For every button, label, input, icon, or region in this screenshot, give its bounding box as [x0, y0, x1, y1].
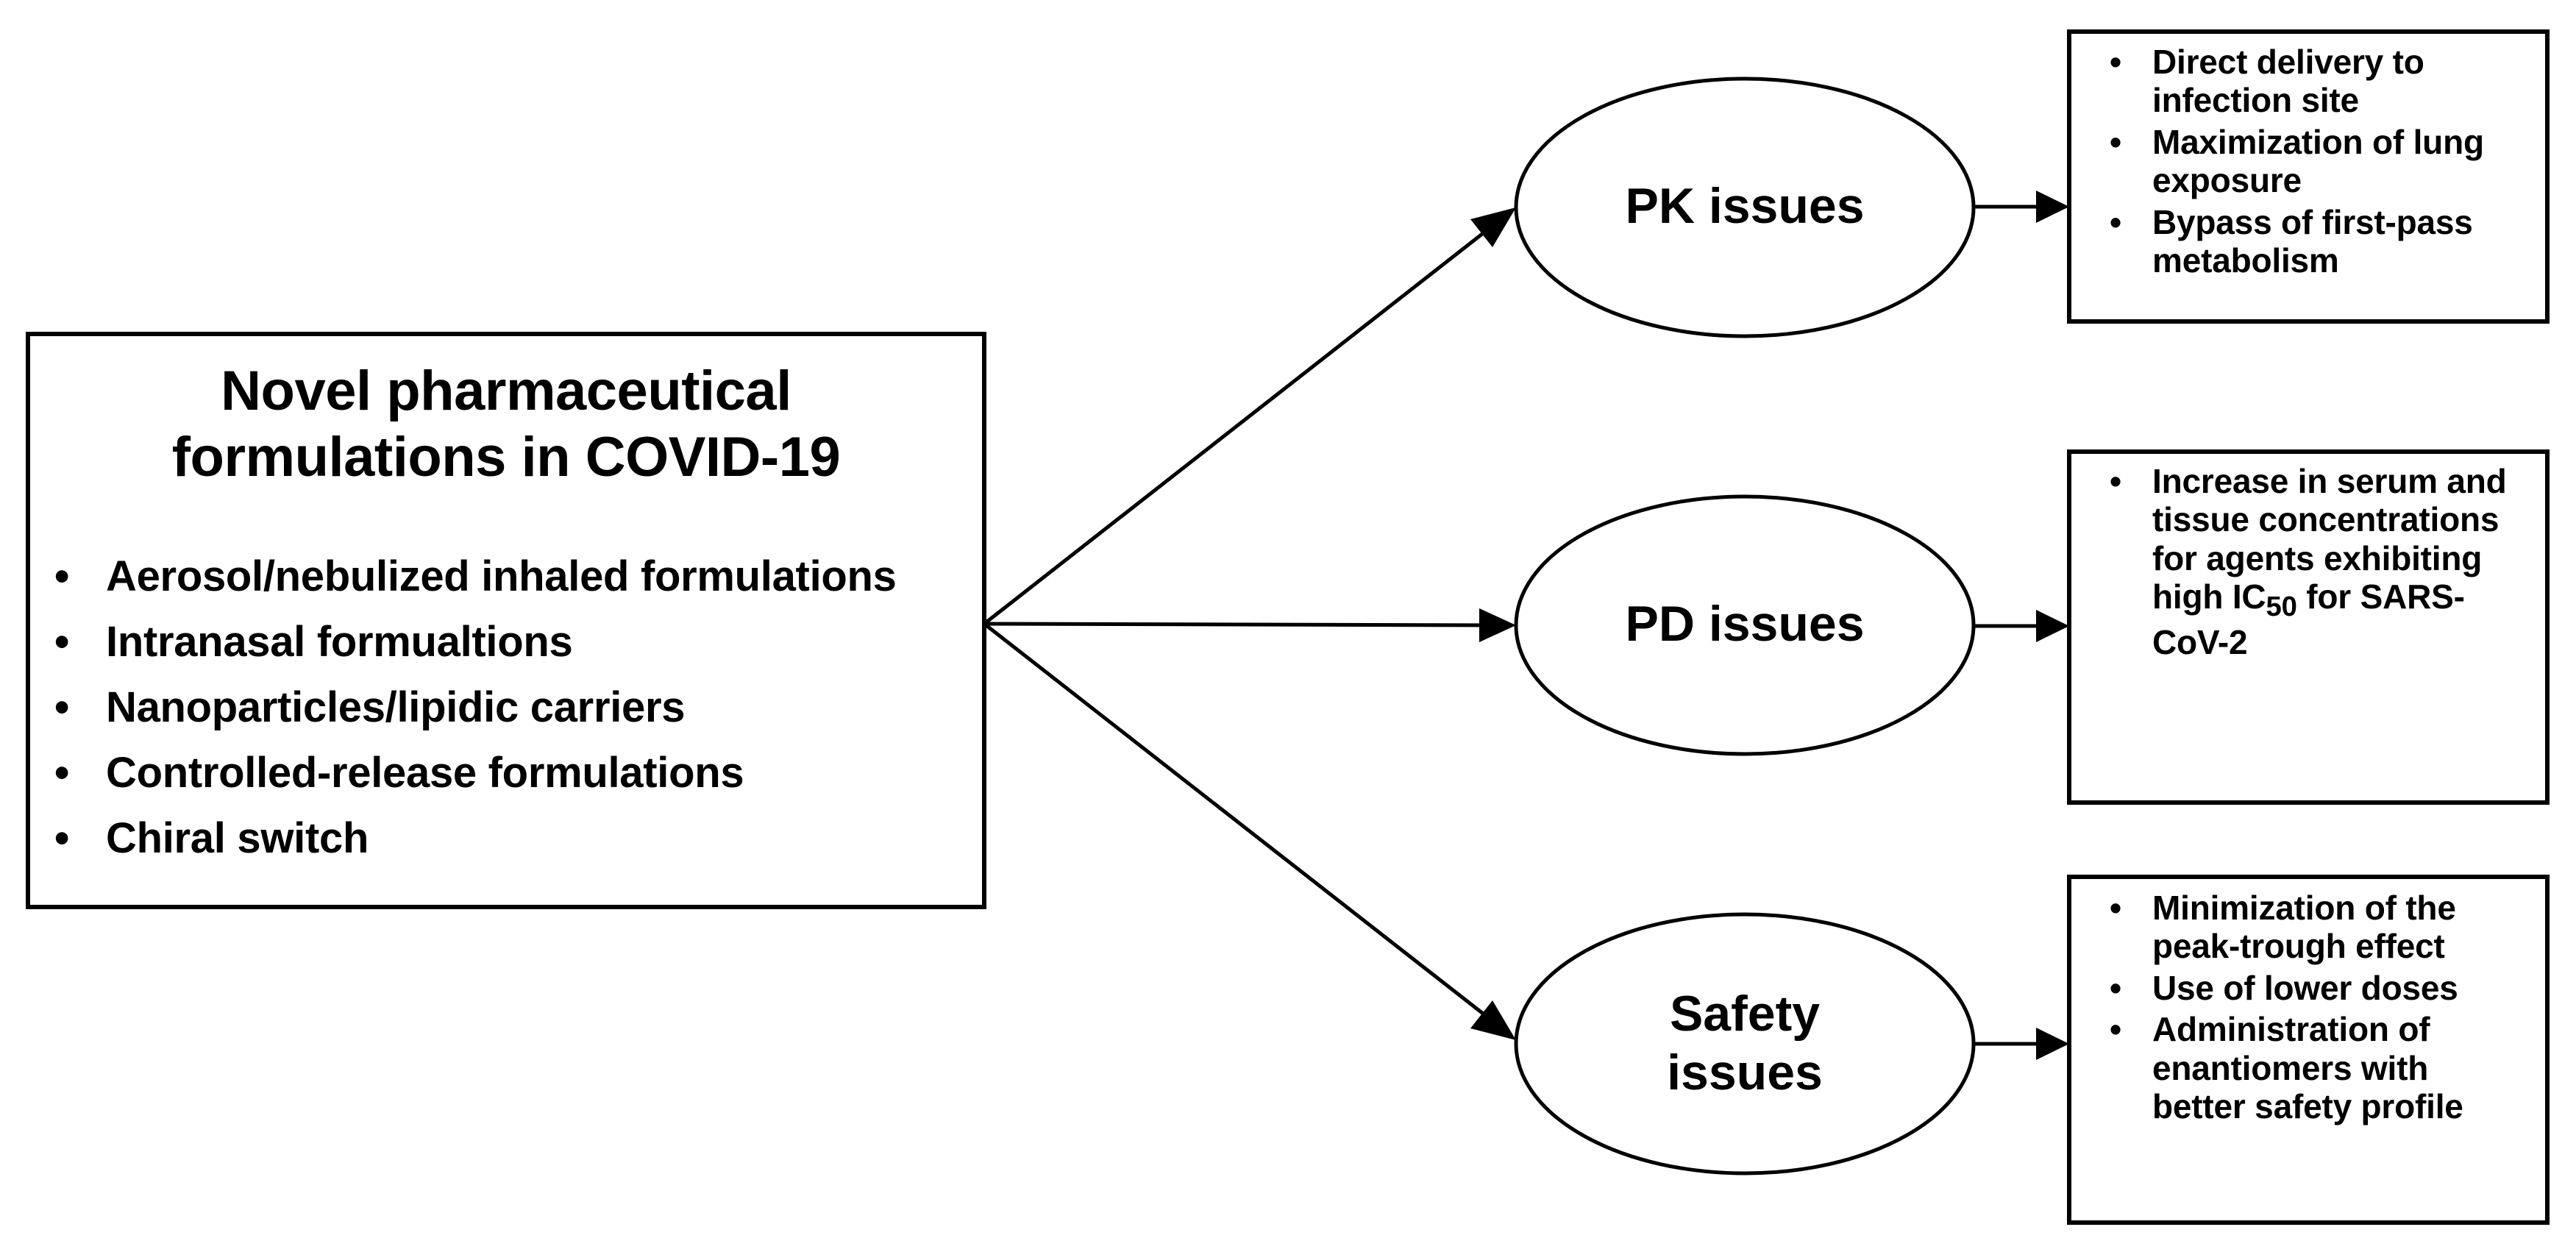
list-item: • Minimization of the peak-trough effect — [2101, 889, 2513, 966]
list-item-label: Bypass of first-pass metabolism — [2152, 202, 2473, 280]
node-label-pk: PK issues — [1517, 177, 1973, 235]
bullet-icon: • — [2110, 43, 2121, 81]
list-item: • Nanoparticles/lipidic carriers — [44, 686, 978, 729]
outcome-list-pd: • Increase in serum and tissue concentra… — [2101, 462, 2513, 665]
list-item-label: Chiral switch — [106, 814, 369, 862]
list-item-label: Maximization of lung exposure — [2152, 122, 2484, 200]
list-item: • Direct delivery to infection site — [2101, 43, 2513, 120]
edge-source-to-safety — [983, 622, 1516, 1040]
bullet-icon: • — [2110, 1010, 2121, 1049]
source-box-title: Novel pharmaceutical formulations in COV… — [44, 358, 968, 490]
outcome-list-pk: • Direct delivery to infection site • Ma… — [2101, 43, 2513, 283]
list-item: • Maximization of lung exposure — [2101, 123, 2513, 200]
source-box-outline — [26, 332, 986, 909]
outcome-box-safety-outline — [2067, 875, 2550, 1225]
list-item-label: Direct delivery to infection site — [2152, 43, 2424, 120]
source-box-list: • Aerosol/nebulized inhaled formulations… — [44, 555, 978, 883]
list-item-label: Aerosol/nebulized inhaled formulations — [106, 552, 897, 600]
node-label-pd: PD issues — [1517, 594, 1973, 653]
bullet-icon: • — [2110, 202, 2121, 241]
bullet-icon: • — [2110, 462, 2121, 500]
source-box-title-line-1: Novel pharmaceutical — [221, 360, 791, 422]
edge-pk-to-outcome — [1974, 191, 2069, 223]
bullet-icon: • — [54, 552, 70, 600]
list-item: • Increase in serum and tissue concentra… — [2101, 462, 2513, 662]
list-item: • Controlled-release formulations — [44, 752, 978, 794]
list-item: • Aerosol/nebulized inhaled formulations — [44, 555, 978, 598]
node-label-pk-line-1: PK issues — [1625, 178, 1865, 234]
bullet-icon: • — [54, 814, 70, 862]
list-item-label: Administration of enantiomers with bette… — [2152, 1010, 2463, 1126]
source-box-title-line-2: formulations in COVID-19 — [171, 425, 841, 488]
node-label-safety: Safety issues — [1517, 984, 1973, 1102]
bullet-icon: • — [2110, 889, 2121, 927]
list-item: • Bypass of first-pass metabolism — [2101, 203, 2513, 280]
list-item: • Chiral switch — [44, 817, 978, 860]
bullet-icon: • — [54, 683, 70, 731]
outcome-box-pk-outline — [2067, 29, 2550, 324]
outcome-list-safety: • Minimization of the peak-trough effect… — [2101, 889, 2513, 1129]
node-label-safety-line-1: Safety — [1669, 986, 1821, 1042]
node-label-pd-line-1: PD issues — [1625, 596, 1865, 652]
edge-source-to-pk — [983, 207, 1516, 625]
outcome-box-pd-outline — [2067, 449, 2550, 805]
bullet-icon: • — [2110, 122, 2121, 161]
list-item: • Administration of enantiomers with bet… — [2101, 1010, 2513, 1125]
edge-pd-to-outcome — [1974, 610, 2069, 642]
node-label-safety-line-2: issues — [1667, 1045, 1823, 1101]
edge-safety-to-outcome — [1974, 1028, 2069, 1060]
list-item-label: Increase in serum and tissue concentrati… — [2152, 462, 2507, 662]
list-item: • Intranasal formualtions — [44, 621, 978, 664]
list-item-label: Minimization of the peak-trough effect — [2152, 889, 2456, 966]
bullet-icon: • — [2110, 968, 2121, 1007]
list-item-label: Nanoparticles/lipidic carriers — [106, 683, 686, 731]
bullet-icon: • — [54, 618, 70, 666]
edge-source-to-pd — [983, 608, 1516, 642]
list-item: • Use of lower doses — [2101, 969, 2513, 1007]
list-item-label: Use of lower doses — [2152, 968, 2458, 1007]
list-item-label: Intranasal formualtions — [106, 618, 573, 666]
list-item-label: Controlled-release formulations — [106, 749, 744, 797]
bullet-icon: • — [54, 749, 70, 797]
